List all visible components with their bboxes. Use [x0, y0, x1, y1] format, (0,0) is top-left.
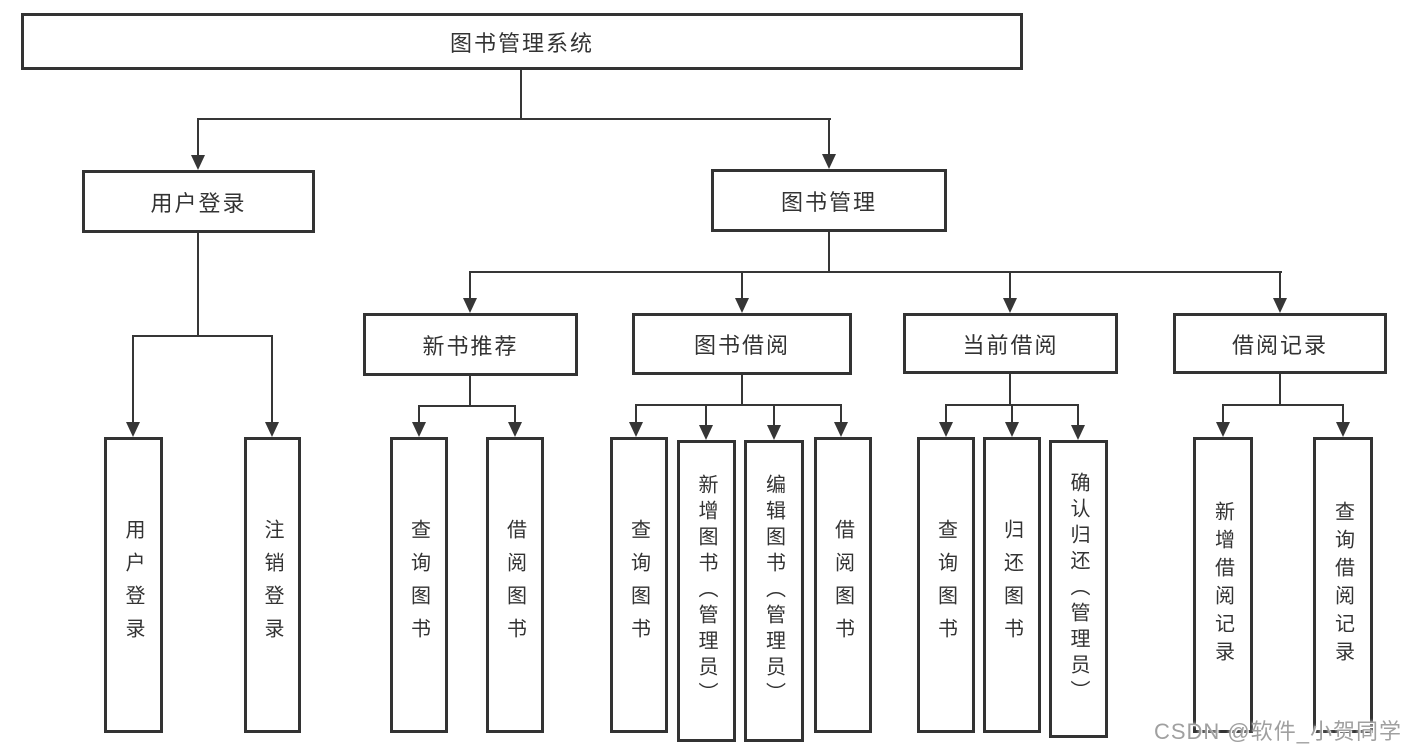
arrowhead-down-icon: [822, 154, 836, 169]
leaf-add-borrow-record: 新增借阅记录: [1193, 437, 1253, 733]
arrowhead-down-icon: [1003, 298, 1017, 313]
edge-line: [741, 375, 743, 404]
edge-line: [840, 404, 842, 422]
edge-line: [132, 335, 134, 422]
node-borrow-records: 借阅记录: [1173, 313, 1387, 374]
node-new-book-recommend: 新书推荐: [363, 313, 578, 376]
edge-line: [197, 118, 199, 156]
edge-line: [635, 404, 842, 406]
edge-line: [197, 118, 831, 120]
leaf-recommend-query-book: 查询图书: [390, 437, 448, 733]
edge-line: [469, 271, 471, 298]
leaf-edit-book-admin: 编辑图书（管理员）: [744, 440, 804, 742]
arrowhead-down-icon: [939, 422, 953, 437]
arrowhead-down-icon: [699, 425, 713, 440]
leaf-query-borrow-record: 查询借阅记录: [1313, 437, 1373, 733]
arrowhead-down-icon: [1336, 422, 1350, 437]
edge-line: [520, 70, 522, 118]
edge-line: [828, 118, 830, 155]
leaf-confirm-return-admin: 确认归还（管理员）: [1049, 440, 1108, 738]
arrowhead-down-icon: [463, 298, 477, 313]
edge-line: [828, 232, 830, 271]
arrowhead-down-icon: [1005, 422, 1019, 437]
node-user-login: 用户登录: [82, 170, 315, 233]
edge-line: [741, 271, 743, 298]
arrowhead-down-icon: [629, 422, 643, 437]
edge-line: [1222, 404, 1344, 406]
edge-line: [197, 233, 199, 335]
edge-line: [418, 405, 516, 407]
edge-line: [1279, 374, 1281, 404]
node-current-borrow: 当前借阅: [903, 313, 1118, 374]
edge-line: [773, 404, 775, 425]
arrowhead-down-icon: [412, 422, 426, 437]
node-book-management: 图书管理: [711, 169, 947, 232]
edge-line: [469, 271, 1282, 273]
node-root-library-system: 图书管理系统: [21, 13, 1023, 70]
leaf-borrow-borrow-book: 借阅图书: [814, 437, 872, 733]
arrowhead-down-icon: [508, 422, 522, 437]
edge-line: [1342, 404, 1344, 422]
leaf-borrow-query-book: 查询图书: [610, 437, 668, 733]
arrowhead-down-icon: [265, 422, 279, 437]
leaf-add-book-admin: 新增图书（管理员）: [677, 440, 736, 742]
edge-line: [271, 335, 273, 422]
edge-line: [705, 404, 707, 425]
leaf-current-query-book: 查询图书: [917, 437, 975, 733]
edge-line: [132, 335, 273, 337]
edge-line: [1009, 374, 1011, 404]
arrowhead-down-icon: [1216, 422, 1230, 437]
leaf-recommend-borrow-book: 借阅图书: [486, 437, 544, 733]
arrowhead-down-icon: [834, 422, 848, 437]
edge-line: [1011, 404, 1013, 422]
arrowhead-down-icon: [1071, 425, 1085, 440]
leaf-user-login: 用户登录: [104, 437, 163, 733]
arrowhead-down-icon: [191, 155, 205, 170]
edge-line: [469, 376, 471, 405]
edge-line: [514, 405, 516, 422]
arrowhead-down-icon: [126, 422, 140, 437]
edge-line: [1009, 271, 1011, 298]
leaf-return-book: 归还图书: [983, 437, 1041, 733]
node-book-borrow: 图书借阅: [632, 313, 852, 375]
edge-line: [1279, 271, 1281, 298]
edge-line: [1222, 404, 1224, 422]
csdn-watermark: CSDN @软件_小贺同学: [1153, 719, 1402, 744]
edge-line: [945, 404, 947, 422]
edge-line: [418, 405, 420, 422]
edge-line: [1077, 404, 1079, 425]
leaf-logout: 注销登录: [244, 437, 301, 733]
edge-line: [635, 404, 637, 422]
arrowhead-down-icon: [767, 425, 781, 440]
arrowhead-down-icon: [1273, 298, 1287, 313]
arrowhead-down-icon: [735, 298, 749, 313]
